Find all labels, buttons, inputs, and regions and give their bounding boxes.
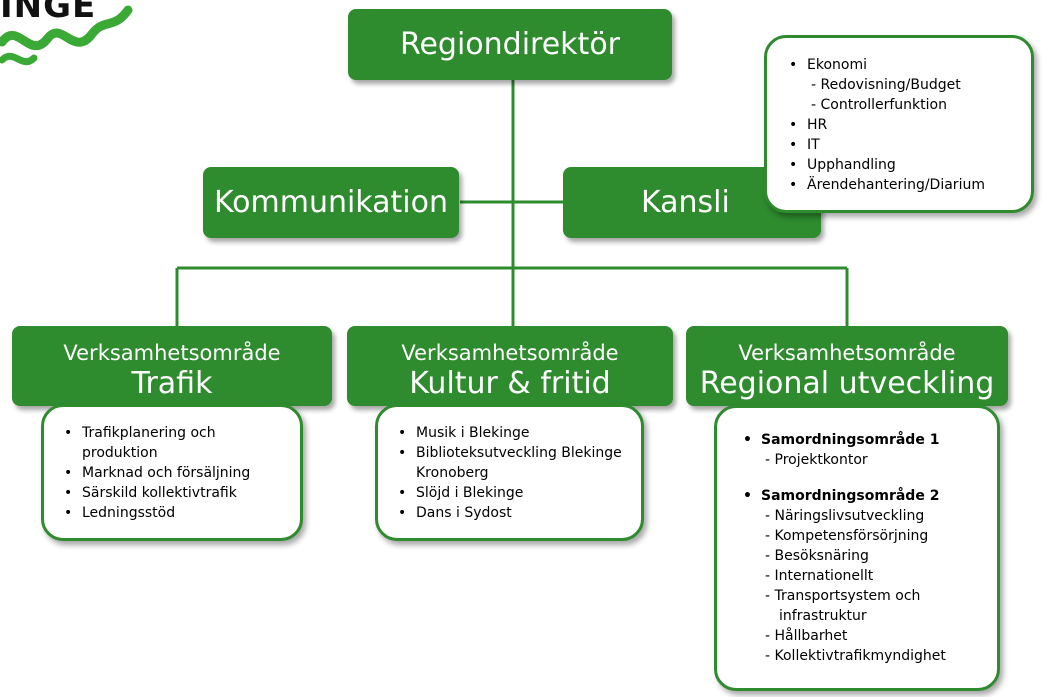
list-item: Biblioteksutveckling Blekinge Kronoberg [394, 443, 631, 483]
area-kultur-heading: Verksamhetsområde [401, 341, 619, 365]
area-kultur-list-box: Musik i BlekingeBiblioteksutveckling Ble… [375, 404, 644, 541]
area-regional-box: Verksamhetsområde Regional utveckling [686, 326, 1008, 406]
area-regional-list: Samordningsområde 1 - ProjektkontorSamord… [739, 430, 989, 666]
logo-text: INGE [0, 0, 97, 26]
list-item: Ekonomi [785, 55, 1023, 75]
list-item: Musik i Blekinge [394, 423, 631, 443]
area-regional-heading: Verksamhetsområde [738, 341, 956, 365]
list-item: - Hållbarhet [765, 628, 848, 644]
area-regional-title: Regional utveckling [699, 366, 995, 401]
area-kultur-title: Kultur & fritid [409, 366, 611, 401]
list-item: - Transportsystem och [765, 588, 921, 604]
list-item: - Redovisning/Budget [811, 77, 961, 93]
list-item: - Kompetensförsörjning [765, 528, 929, 544]
kansli-label: Kansli [641, 185, 730, 220]
list-item: Samordningsområde 2 [739, 486, 989, 506]
kommunikation-box: Kommunikation [203, 167, 459, 238]
list-item: Dans i Sydost [394, 503, 631, 523]
regiondirektor-box: Regiondirektör [348, 9, 672, 80]
list-item: - Kollektivtrafikmyndighet [765, 648, 946, 664]
list-item: Ledningsstöd [60, 503, 290, 523]
list-item: HR [785, 115, 1023, 135]
list-item: - Controllerfunktion [811, 97, 947, 113]
list-item: infrastruktur [779, 608, 867, 624]
regiondirektor-label: Regiondirektör [399, 27, 621, 62]
list-item: - Internationellt [765, 568, 874, 584]
area-kultur-box: Verksamhetsområde Kultur & fritid [347, 326, 673, 406]
logo-wave-icon [0, 5, 133, 66]
kommunikation-label: Kommunikation [213, 185, 449, 220]
list-item: Särskild kollektivtrafik [60, 483, 290, 503]
list-item: Trafikplanering och produktion [60, 423, 290, 463]
kansli-list: Ekonomi - Redovisning/Budget - Controllerf… [785, 55, 1023, 195]
list-item: Samordningsområde 1 [739, 430, 989, 450]
area-regional-list-box: Samordningsområde 1 - ProjektkontorSamord… [714, 405, 1000, 691]
list-item: Slöjd i Blekinge [394, 483, 631, 503]
area-trafik-title: Trafik [131, 366, 213, 401]
area-trafik-list: Trafikplanering och produktionMarknad oc… [60, 423, 290, 523]
area-trafik-list-box: Trafikplanering och produktionMarknad oc… [41, 404, 303, 541]
list-item: Marknad och försäljning [60, 463, 290, 483]
area-trafik-box: Verksamhetsområde Trafik [12, 326, 332, 406]
list-item: Ärendehantering/Diarium [785, 175, 1023, 195]
list-item: - Näringslivsutveckling [765, 508, 925, 524]
list-item: Upphandling [785, 155, 1023, 175]
area-trafik-heading: Verksamhetsområde [63, 341, 281, 365]
list-item: - Besöksnäring [765, 548, 869, 564]
logo: INGE [0, 0, 150, 84]
list-item: - Projektkontor [765, 452, 868, 468]
area-kultur-list: Musik i BlekingeBiblioteksutveckling Ble… [394, 423, 631, 523]
kansli-list-box: Ekonomi - Redovisning/Budget - Controllerf… [764, 35, 1034, 213]
list-item: IT [785, 135, 1023, 155]
